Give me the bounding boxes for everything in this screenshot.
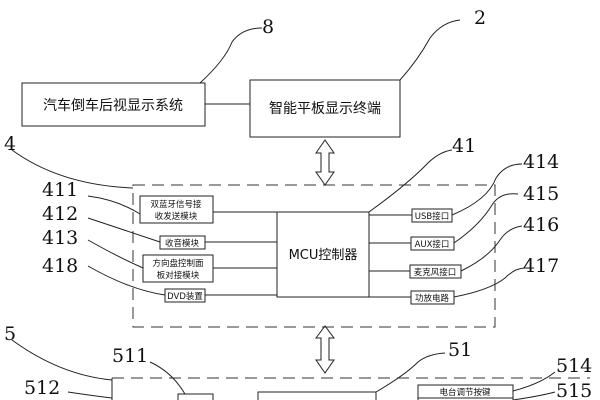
ref-514: 514: [556, 355, 592, 377]
ref-51: 51: [448, 339, 472, 361]
ref-41: 41: [452, 135, 476, 157]
dual-bluetooth-label-line1: 双蓝牙信号接: [150, 199, 202, 210]
bidirectional-arrow-lower: [315, 325, 335, 374]
tuning-key-label: 电台调节按键: [439, 387, 491, 398]
leader-417: [453, 267, 526, 298]
leader-411: [87, 195, 141, 215]
leader-416: [460, 225, 523, 272]
aux-port-label: AUX接口: [415, 239, 450, 250]
ref-512: 512: [24, 377, 60, 399]
radio-module: 收音模块: [159, 235, 206, 250]
ref-417: 417: [523, 255, 559, 277]
leader-4: [11, 149, 134, 189]
ref-414: 414: [523, 151, 559, 173]
leader-512: [67, 391, 113, 399]
amplifier-circuit-label: 功放电路: [415, 293, 450, 304]
leader-511: [149, 361, 186, 395]
tablet-terminal-label: 智能平板显示终端: [269, 101, 381, 117]
dvd-device-module: DVD装置: [164, 288, 206, 303]
module-511-box: [177, 393, 214, 400]
ref-411: 411: [42, 179, 78, 201]
ref-412: 412: [42, 203, 78, 225]
rearview-display-system-block: 汽车倒车后视显示系统: [21, 82, 206, 127]
controller-51-box: [257, 391, 377, 400]
steering-panel-label-line1: 方向盘控制面: [152, 258, 204, 269]
leader-414: [451, 163, 523, 216]
leader-41: [368, 149, 453, 213]
leader-8: [199, 27, 263, 84]
leader-413: [87, 239, 144, 269]
ref-511: 511: [112, 345, 148, 367]
leader-412: [87, 217, 161, 243]
microphone-port-module: 麦克风接口: [409, 264, 462, 279]
usb-port-label: USB接口: [415, 211, 449, 222]
rearview-display-system-label: 汽车倒车后视显示系统: [43, 97, 183, 114]
leader-2: [399, 19, 461, 81]
dual-bluetooth-label-line2: 收发送模块: [155, 211, 198, 222]
leader-418: [87, 265, 166, 296]
ref-413: 413: [42, 227, 78, 249]
amplifier-circuit-module: 功放电路: [410, 290, 455, 305]
ref-415: 415: [523, 183, 559, 205]
tablet-terminal-block: 智能平板显示终端: [249, 79, 401, 138]
dual-bluetooth-module: 双蓝牙信号接 收发送模块: [139, 195, 214, 224]
usb-port-module: USB接口: [411, 208, 453, 223]
leader-51: [375, 352, 446, 393]
head-unit-enclosure: [132, 184, 496, 328]
ref-418: 418: [42, 255, 78, 277]
leader-415: [453, 193, 519, 244]
mcu-controller-label: MCU控制器: [289, 248, 358, 263]
leader-515: [512, 391, 556, 400]
steering-panel-module: 方向盘控制面 板对接模块: [142, 254, 214, 283]
ref-515: 515: [556, 380, 592, 400]
mcu-controller-block: MCU控制器: [276, 211, 370, 298]
bidirectional-arrow-upper: [315, 139, 335, 186]
microphone-port-label: 麦克风接口: [414, 267, 457, 278]
ref-2: 2: [474, 7, 486, 29]
ref-416: 416: [523, 214, 559, 236]
leader-514: [512, 371, 556, 392]
module-515-box: [417, 397, 514, 400]
dvd-device-label: DVD装置: [167, 291, 203, 302]
steering-panel-label-line2: 板对接模块: [157, 270, 200, 281]
radio-module-label: 收音模块: [165, 238, 200, 249]
ref-5: 5: [4, 323, 16, 345]
aux-port-module: AUX接口: [410, 236, 455, 251]
ref-4: 4: [4, 133, 16, 155]
leader-5: [11, 339, 113, 381]
ref-8: 8: [262, 16, 274, 38]
